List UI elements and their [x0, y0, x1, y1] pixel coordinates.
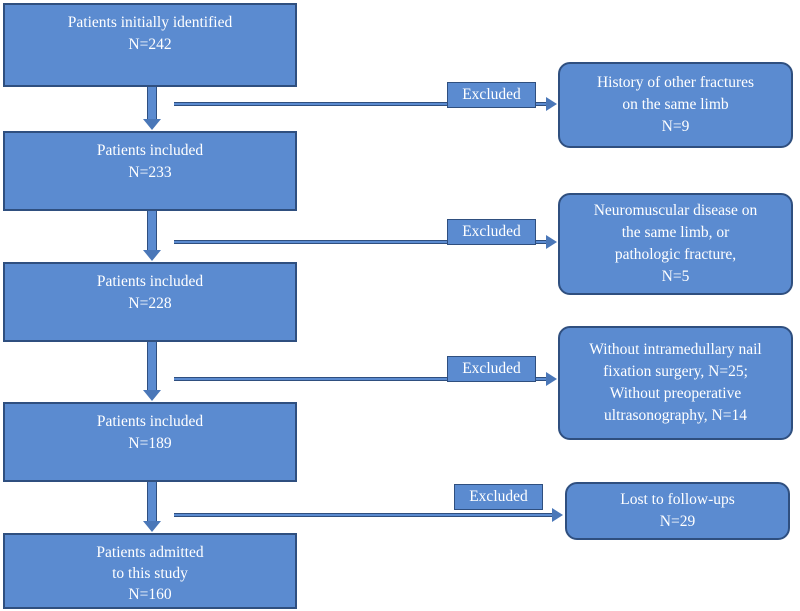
step-box-included-2: Patients included N=228 [3, 262, 297, 342]
excluded-label: Excluded [447, 356, 536, 382]
exclusion-reason: Neuromuscular disease on [593, 202, 758, 219]
exclusion-reason: Without intramedullary nail [589, 341, 762, 358]
step-count: N=242 [128, 36, 172, 53]
down-arrowhead [143, 250, 161, 261]
exclusion-count: N=5 [661, 268, 690, 285]
down-arrowhead [143, 119, 161, 130]
step-label: Patients included [96, 413, 204, 430]
exclusion-connector [174, 513, 554, 517]
exclusion-connector [174, 102, 548, 106]
step-box-included-1: Patients included N=233 [3, 131, 297, 211]
step-box-initially-identified: Patients initially identified N=242 [3, 3, 297, 87]
right-arrowhead [546, 372, 557, 386]
step-count: N=160 [128, 586, 172, 603]
step-box-admitted: Patients admitted to this study N=160 [3, 533, 297, 609]
excluded-label: Excluded [454, 484, 543, 510]
down-arrowhead [143, 390, 161, 401]
down-connector [147, 87, 157, 120]
exclusion-reason: on the same limb [622, 96, 729, 113]
step-label: Patients admitted [96, 544, 204, 561]
step-box-included-3: Patients included N=189 [3, 402, 297, 482]
step-count: N=189 [128, 435, 172, 452]
right-arrowhead [546, 97, 557, 111]
exclusion-box-lost-follow-up: Lost to follow-ups N=29 [565, 482, 790, 540]
exclusion-count: N=29 [659, 513, 696, 530]
exclusion-reason: fixation surgery, N=25; [603, 363, 748, 380]
step-count: N=228 [128, 295, 172, 312]
exclusion-reason: History of other fractures [596, 74, 755, 91]
right-arrowhead [546, 235, 557, 249]
exclusion-box-no-surgery-ultrasound: Without intramedullary nail fixation sur… [558, 326, 793, 440]
step-label: Patients included [96, 142, 204, 159]
down-connector [147, 342, 157, 391]
step-label: Patients initially identified [67, 14, 233, 31]
exclusion-count: N=9 [661, 118, 690, 135]
exclusion-box-other-fractures: History of other fractures on the same l… [558, 62, 793, 148]
excluded-label: Excluded [447, 219, 536, 245]
step-count: N=233 [128, 164, 172, 181]
exclusion-reason: pathologic fracture, [614, 246, 737, 263]
exclusion-reason: Lost to follow-ups [620, 491, 735, 508]
step-label: Patients included [96, 273, 204, 290]
down-arrowhead [143, 521, 161, 532]
exclusion-reason: Without preoperative [609, 385, 742, 402]
exclusion-connector [174, 240, 548, 244]
down-connector [147, 482, 157, 522]
exclusion-connector [174, 377, 548, 381]
exclusion-reason: the same limb, or [621, 224, 730, 241]
exclusion-reason: ultrasonography, N=14 [604, 407, 747, 424]
right-arrowhead [552, 508, 563, 522]
step-label: to this study [112, 565, 188, 582]
exclusion-box-neuromuscular: Neuromuscular disease on the same limb, … [558, 193, 793, 295]
excluded-label: Excluded [447, 82, 536, 108]
down-connector [147, 211, 157, 251]
